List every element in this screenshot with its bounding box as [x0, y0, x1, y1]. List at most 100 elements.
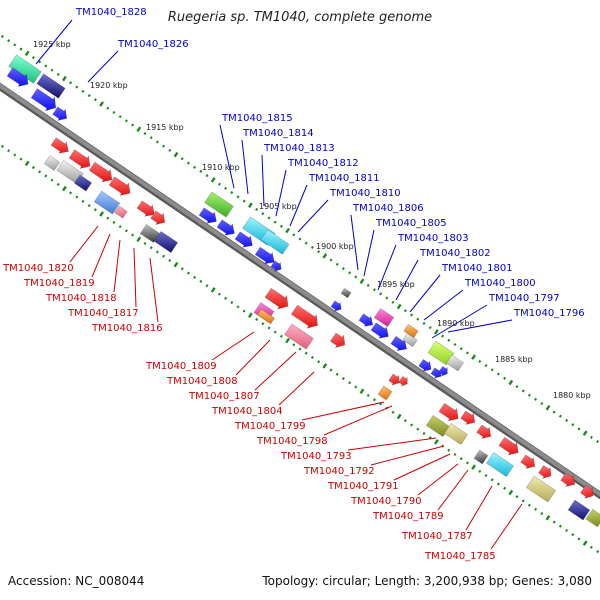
scale-track-inner-tick	[508, 489, 514, 496]
scale-track-outer-tick	[478, 359, 482, 363]
scale-track-outer-tick	[87, 93, 91, 98]
scale-track-outer-tick	[261, 212, 265, 216]
scale-track-inner-tick	[186, 271, 190, 275]
scale-track-outer-tick	[210, 177, 216, 183]
scale-track-inner-tick	[348, 381, 352, 385]
gene-box-forward	[373, 308, 395, 327]
scale-track-outer-tick	[540, 402, 544, 406]
scale-track-outer-tick	[471, 354, 476, 360]
scale-track-outer-tick	[81, 89, 85, 93]
scale-track-inner-tick	[322, 363, 328, 369]
scale-track-inner-tick	[279, 334, 283, 338]
scale-track-outer-tick	[490, 368, 494, 372]
gene-label-reverse: TM1040_1793	[280, 451, 352, 462]
gene-arrow-reverse	[560, 472, 576, 487]
gene-leader-line-reverse	[437, 469, 469, 511]
scale-track-outer-tick	[56, 72, 60, 76]
kbp-label: 1885 kbp	[495, 355, 533, 364]
scale-track-outer-tick	[31, 55, 35, 60]
scale-track-inner-tick	[162, 254, 166, 258]
gene-leader-line-forward	[87, 50, 119, 83]
scale-track-inner-tick	[217, 292, 221, 296]
gene-arrow-reverse	[108, 176, 131, 196]
scale-track-outer-tick	[136, 126, 142, 133]
scale-track-outer-tick	[459, 347, 463, 351]
gene-arrow-reverse	[290, 304, 318, 329]
gene-arrow-reverse	[520, 454, 536, 469]
gene-box-reverse	[473, 449, 489, 465]
gene-leader-line-reverse	[113, 239, 121, 293]
gene-label-reverse: TM1040_1791	[327, 481, 399, 492]
gene-box-forward	[340, 287, 352, 299]
gene-leader-line-forward	[409, 274, 441, 313]
scale-track-outer-tick	[242, 199, 246, 203]
gene-leader-line-reverse	[91, 233, 111, 278]
gene-arrow-forward	[430, 367, 442, 379]
gene-box-reverse	[93, 190, 121, 215]
scale-track-inner-tick	[521, 499, 525, 503]
gene-arrow-reverse	[398, 375, 408, 387]
scale-track-outer-tick	[173, 151, 179, 158]
gene-label-reverse: TM1040_1820	[2, 263, 74, 274]
scale-track-inner-tick	[106, 216, 110, 220]
scale-track-inner-tick	[124, 229, 128, 233]
scale-track-inner-tick	[391, 410, 395, 414]
gene-box-reverse	[525, 475, 557, 503]
scale-track-outer-tick	[199, 169, 203, 174]
scale-track-inner-tick	[230, 301, 234, 305]
gene-arrow-forward	[30, 88, 57, 112]
gene-leader-line-reverse	[465, 485, 493, 531]
scale-track-outer-tick	[571, 423, 575, 427]
scale-track-outer-tick	[149, 136, 153, 140]
gene-label-reverse: TM1040_1799	[234, 421, 306, 432]
scale-track-inner-tick	[396, 413, 402, 420]
gene-box-reverse	[139, 224, 161, 243]
scale-track-inner-tick	[0, 144, 4, 148]
gene-leader-line-forward	[241, 139, 249, 195]
gene-leader-line-reverse	[370, 445, 445, 466]
scale-track-inner-tick	[168, 258, 172, 262]
gene-leader-line-reverse	[301, 401, 385, 421]
scale-track-inner-tick	[56, 182, 60, 186]
gene-arrow-reverse	[498, 436, 519, 456]
scale-track-outer-tick	[428, 326, 432, 330]
gene-label-forward: TM1040_1812	[287, 158, 359, 169]
gene-arrow-reverse	[136, 200, 155, 217]
scale-track-inner-tick	[354, 385, 358, 389]
scale-track-inner-tick	[255, 317, 259, 322]
gene-box-reverse	[284, 323, 314, 350]
scale-track-outer-tick	[19, 47, 23, 51]
scale-track-outer-tick	[205, 174, 209, 178]
gene-arrow-forward	[270, 260, 282, 272]
scale-track-outer-tick	[354, 275, 358, 279]
scale-track-inner-tick	[149, 246, 153, 250]
scale-track-inner-tick	[261, 322, 265, 326]
genome-summary-text: Topology: circular; Length: 3,200,938 bp…	[262, 574, 592, 588]
scale-track-outer-tick	[434, 329, 439, 335]
scale-track-outer-tick	[162, 144, 166, 148]
scale-track-outer-tick	[99, 101, 104, 107]
scale-track-outer-tick	[50, 68, 54, 72]
gene-leader-line-reverse	[278, 371, 315, 406]
scale-track-outer-tick	[193, 165, 197, 169]
scale-track-inner-tick	[478, 469, 482, 473]
gene-box-forward	[36, 73, 66, 99]
scale-track-outer-tick	[75, 85, 79, 89]
scale-track-outer-tick	[44, 64, 48, 68]
scale-track-outer-tick	[447, 338, 451, 342]
gene-arrow-reverse	[329, 332, 346, 349]
scale-track-outer-tick	[545, 405, 551, 411]
scale-track-inner-tick	[434, 439, 439, 445]
gene-arrow-reverse	[50, 137, 69, 154]
scale-track-inner-tick	[118, 225, 122, 229]
gene-box-reverse	[486, 451, 514, 478]
scale-track-outer-tick	[292, 233, 296, 237]
scale-track-outer-tick	[62, 75, 67, 82]
scale-track-inner-tick	[93, 208, 97, 212]
scale-track-inner-tick	[44, 174, 48, 178]
gene-leader-line-reverse	[211, 331, 255, 361]
scale-track-inner-tick	[304, 351, 308, 355]
scale-track-inner-tick	[242, 309, 246, 313]
scale-track-outer-tick	[0, 34, 4, 38]
